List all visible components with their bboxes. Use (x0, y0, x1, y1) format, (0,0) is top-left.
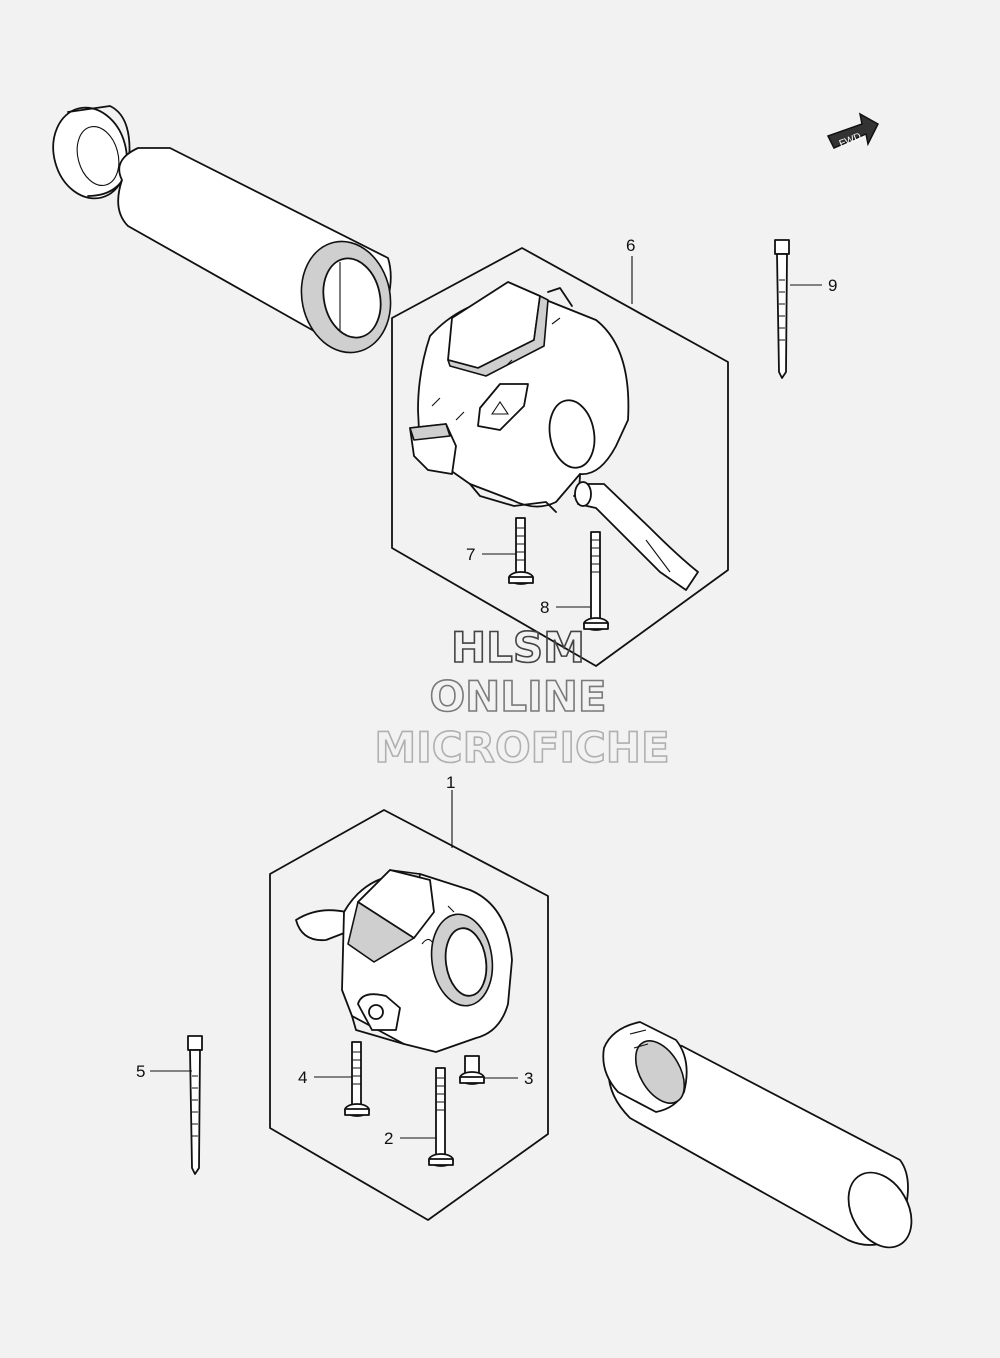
screw-7 (508, 517, 534, 585)
screw-8 (583, 531, 609, 631)
leader-lines (150, 256, 822, 1139)
left-handlebar-grip (52, 105, 392, 354)
left-switch-assembly-frame (391, 247, 729, 667)
screw-2 (428, 1067, 454, 1167)
left-handlebar-switch (409, 281, 630, 513)
right-switch-assembly-frame (269, 809, 549, 1221)
watermark-line-2: ONLINE (429, 672, 606, 721)
left-switch-cable (574, 481, 699, 591)
callout-7: 7 (466, 545, 475, 564)
watermark-line-3: MICROFICHE (374, 723, 669, 772)
fwd-arrow-icon: FWD (826, 112, 879, 150)
watermark: HLSM ONLINE MICROFICHE (374, 622, 671, 773)
right-handlebar-grip (602, 1021, 913, 1249)
callout-4: 4 (298, 1068, 307, 1087)
cable-tie-9 (774, 239, 790, 379)
callout-6: 6 (626, 236, 635, 255)
callout-8: 8 (540, 598, 549, 617)
callout-2: 2 (384, 1129, 393, 1148)
screw-3 (459, 1055, 485, 1085)
watermark-line-1: HLSM (451, 623, 585, 672)
screw-4 (344, 1041, 370, 1117)
callout-1: 1 (446, 773, 455, 792)
cable-tie-5 (187, 1035, 203, 1175)
callout-5: 5 (136, 1062, 145, 1081)
callout-9: 9 (828, 276, 837, 295)
right-handlebar-switch (295, 869, 513, 1053)
callout-3: 3 (524, 1069, 533, 1088)
